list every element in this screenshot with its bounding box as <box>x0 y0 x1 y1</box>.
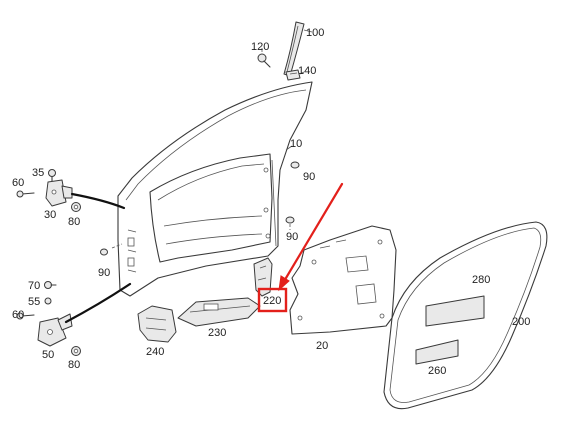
callout-80-lower: 80 <box>68 359 80 371</box>
part-20-carrier-panel[interactable] <box>289 225 397 335</box>
part-90-plug-a[interactable] <box>290 161 300 169</box>
part-240-bracket[interactable] <box>137 305 177 343</box>
callout-50: 50 <box>42 349 54 361</box>
part-60-bolt-upper[interactable] <box>16 190 35 198</box>
callout-80-upper: 80 <box>68 216 80 228</box>
highlight-arrow <box>278 182 344 292</box>
part-220-bracket[interactable] <box>253 257 273 297</box>
callout-100: 100 <box>306 27 324 39</box>
part-260-insert[interactable] <box>415 339 459 365</box>
callout-260: 260 <box>428 365 446 377</box>
callout-230: 230 <box>208 327 226 339</box>
part-280-insert[interactable] <box>425 295 485 327</box>
callout-55: 55 <box>28 296 40 308</box>
callout-280: 280 <box>472 274 490 286</box>
part-120-screw[interactable] <box>257 53 271 68</box>
part-50-lower-hinge[interactable] <box>37 313 73 347</box>
leader-upper-hinge <box>70 192 126 210</box>
callout-140: 140 <box>298 65 316 77</box>
part-230-rail[interactable] <box>177 297 261 327</box>
callout-60-lower: 60 <box>12 309 24 321</box>
callout-60-upper: 60 <box>12 177 24 189</box>
callout-90-a: 90 <box>303 171 315 183</box>
callout-220: 220 <box>263 295 281 307</box>
part-90-plug-c[interactable] <box>100 248 108 256</box>
callout-70: 70 <box>28 280 40 292</box>
highlight-box <box>257 287 288 313</box>
part-70-bolt-lower[interactable] <box>44 281 57 289</box>
callout-10: 10 <box>290 138 302 150</box>
part-140-clip[interactable] <box>285 69 301 81</box>
callout-35: 35 <box>32 167 44 179</box>
part-80-nut-lower[interactable] <box>71 346 81 356</box>
part-30-upper-hinge[interactable] <box>45 179 73 207</box>
part-200-door-seal[interactable] <box>383 221 548 410</box>
part-80-nut-upper[interactable] <box>71 202 81 212</box>
callout-90-c: 90 <box>98 267 110 279</box>
callout-30: 30 <box>44 209 56 221</box>
callout-20: 20 <box>316 340 328 352</box>
callout-90-b: 90 <box>286 231 298 243</box>
part-35-bolt-upper[interactable] <box>48 169 56 182</box>
callout-120: 120 <box>251 41 269 53</box>
part-90-plug-b[interactable] <box>285 216 295 224</box>
callout-200: 200 <box>512 316 530 328</box>
part-60-bolt-lower[interactable] <box>16 312 35 320</box>
part-10-door-shell[interactable] <box>117 81 313 297</box>
part-55-bolt-lower[interactable] <box>44 297 52 305</box>
callout-240: 240 <box>146 346 164 358</box>
leader-lower-hinge <box>64 282 132 324</box>
